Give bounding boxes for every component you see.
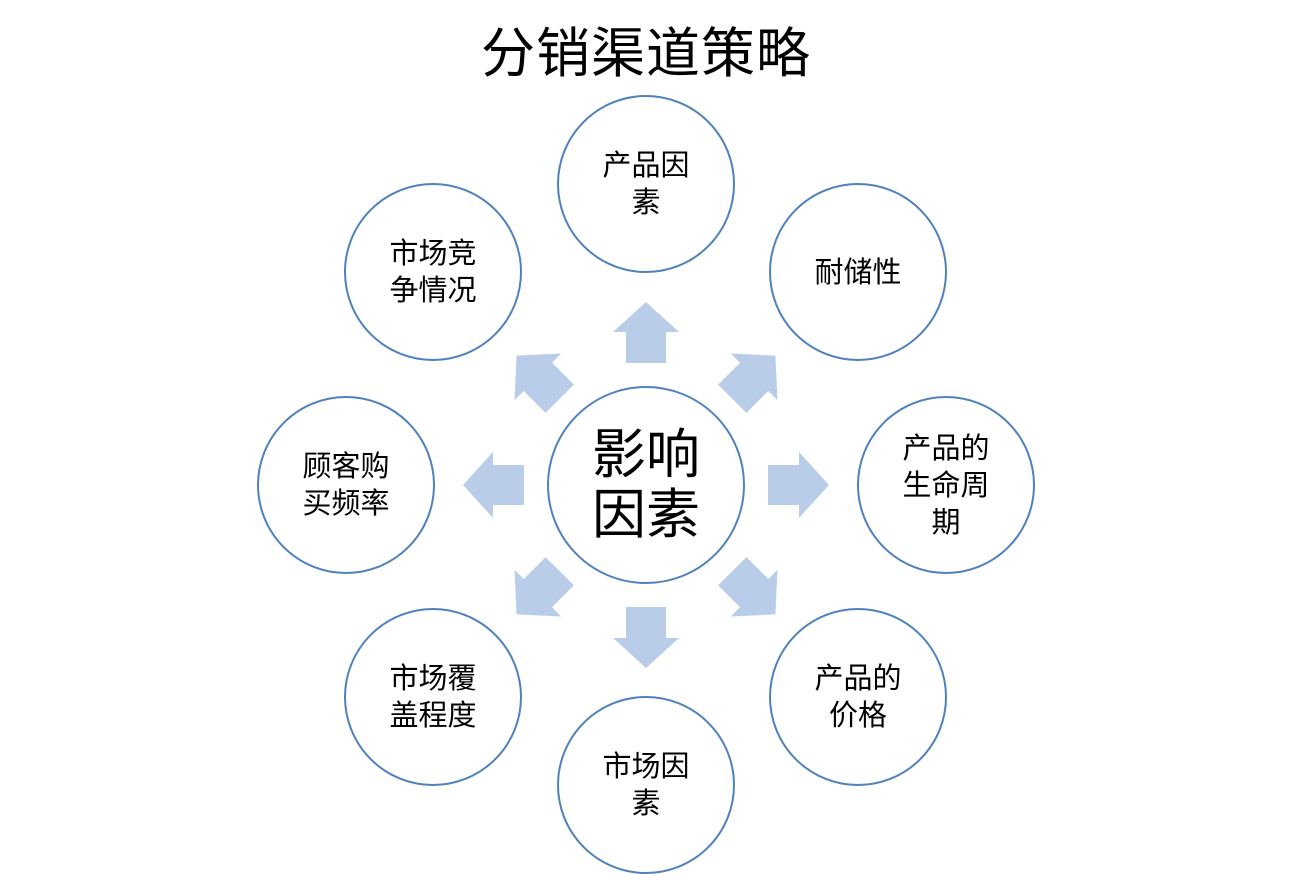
node-label: 产品的价格 (814, 661, 902, 732)
node-market-competition: 市场竞争情况 (344, 183, 522, 361)
arrow-to-market-coverage-icon (514, 557, 574, 617)
arrow-to-market-factors-icon (613, 607, 679, 668)
node-label: 市场因素 (602, 749, 690, 820)
arrow-to-product-factors-icon (613, 302, 679, 363)
arrow-to-market-competition-icon (514, 353, 574, 413)
node-label: 顾客购买频率 (302, 449, 390, 520)
arrow-to-purchase-frequency-icon (463, 452, 524, 518)
center-node-label: 影响因素 (592, 423, 700, 546)
node-label: 产品的生命周期 (902, 430, 990, 539)
diagram-title: 分销渠道策略 (481, 22, 811, 85)
node-label: 产品因素 (602, 148, 690, 219)
center-node: 影响因素 (547, 386, 745, 584)
arrow-to-product-lifecycle-icon (768, 452, 829, 518)
node-market-factors: 市场因素 (557, 696, 735, 874)
node-label: 耐储性 (814, 254, 902, 289)
arrow-to-durability-icon (718, 353, 778, 413)
node-product-lifecycle: 产品的生命周期 (857, 396, 1035, 574)
arrow-to-product-price-icon (718, 557, 778, 617)
node-label: 市场覆盖程度 (389, 661, 477, 732)
node-product-price: 产品的价格 (769, 608, 947, 786)
node-purchase-frequency: 顾客购买频率 (257, 396, 435, 574)
node-label: 市场竞争情况 (389, 236, 477, 307)
node-product-factors: 产品因素 (557, 95, 735, 273)
node-market-coverage: 市场覆盖程度 (344, 608, 522, 786)
node-durability: 耐储性 (769, 183, 947, 361)
